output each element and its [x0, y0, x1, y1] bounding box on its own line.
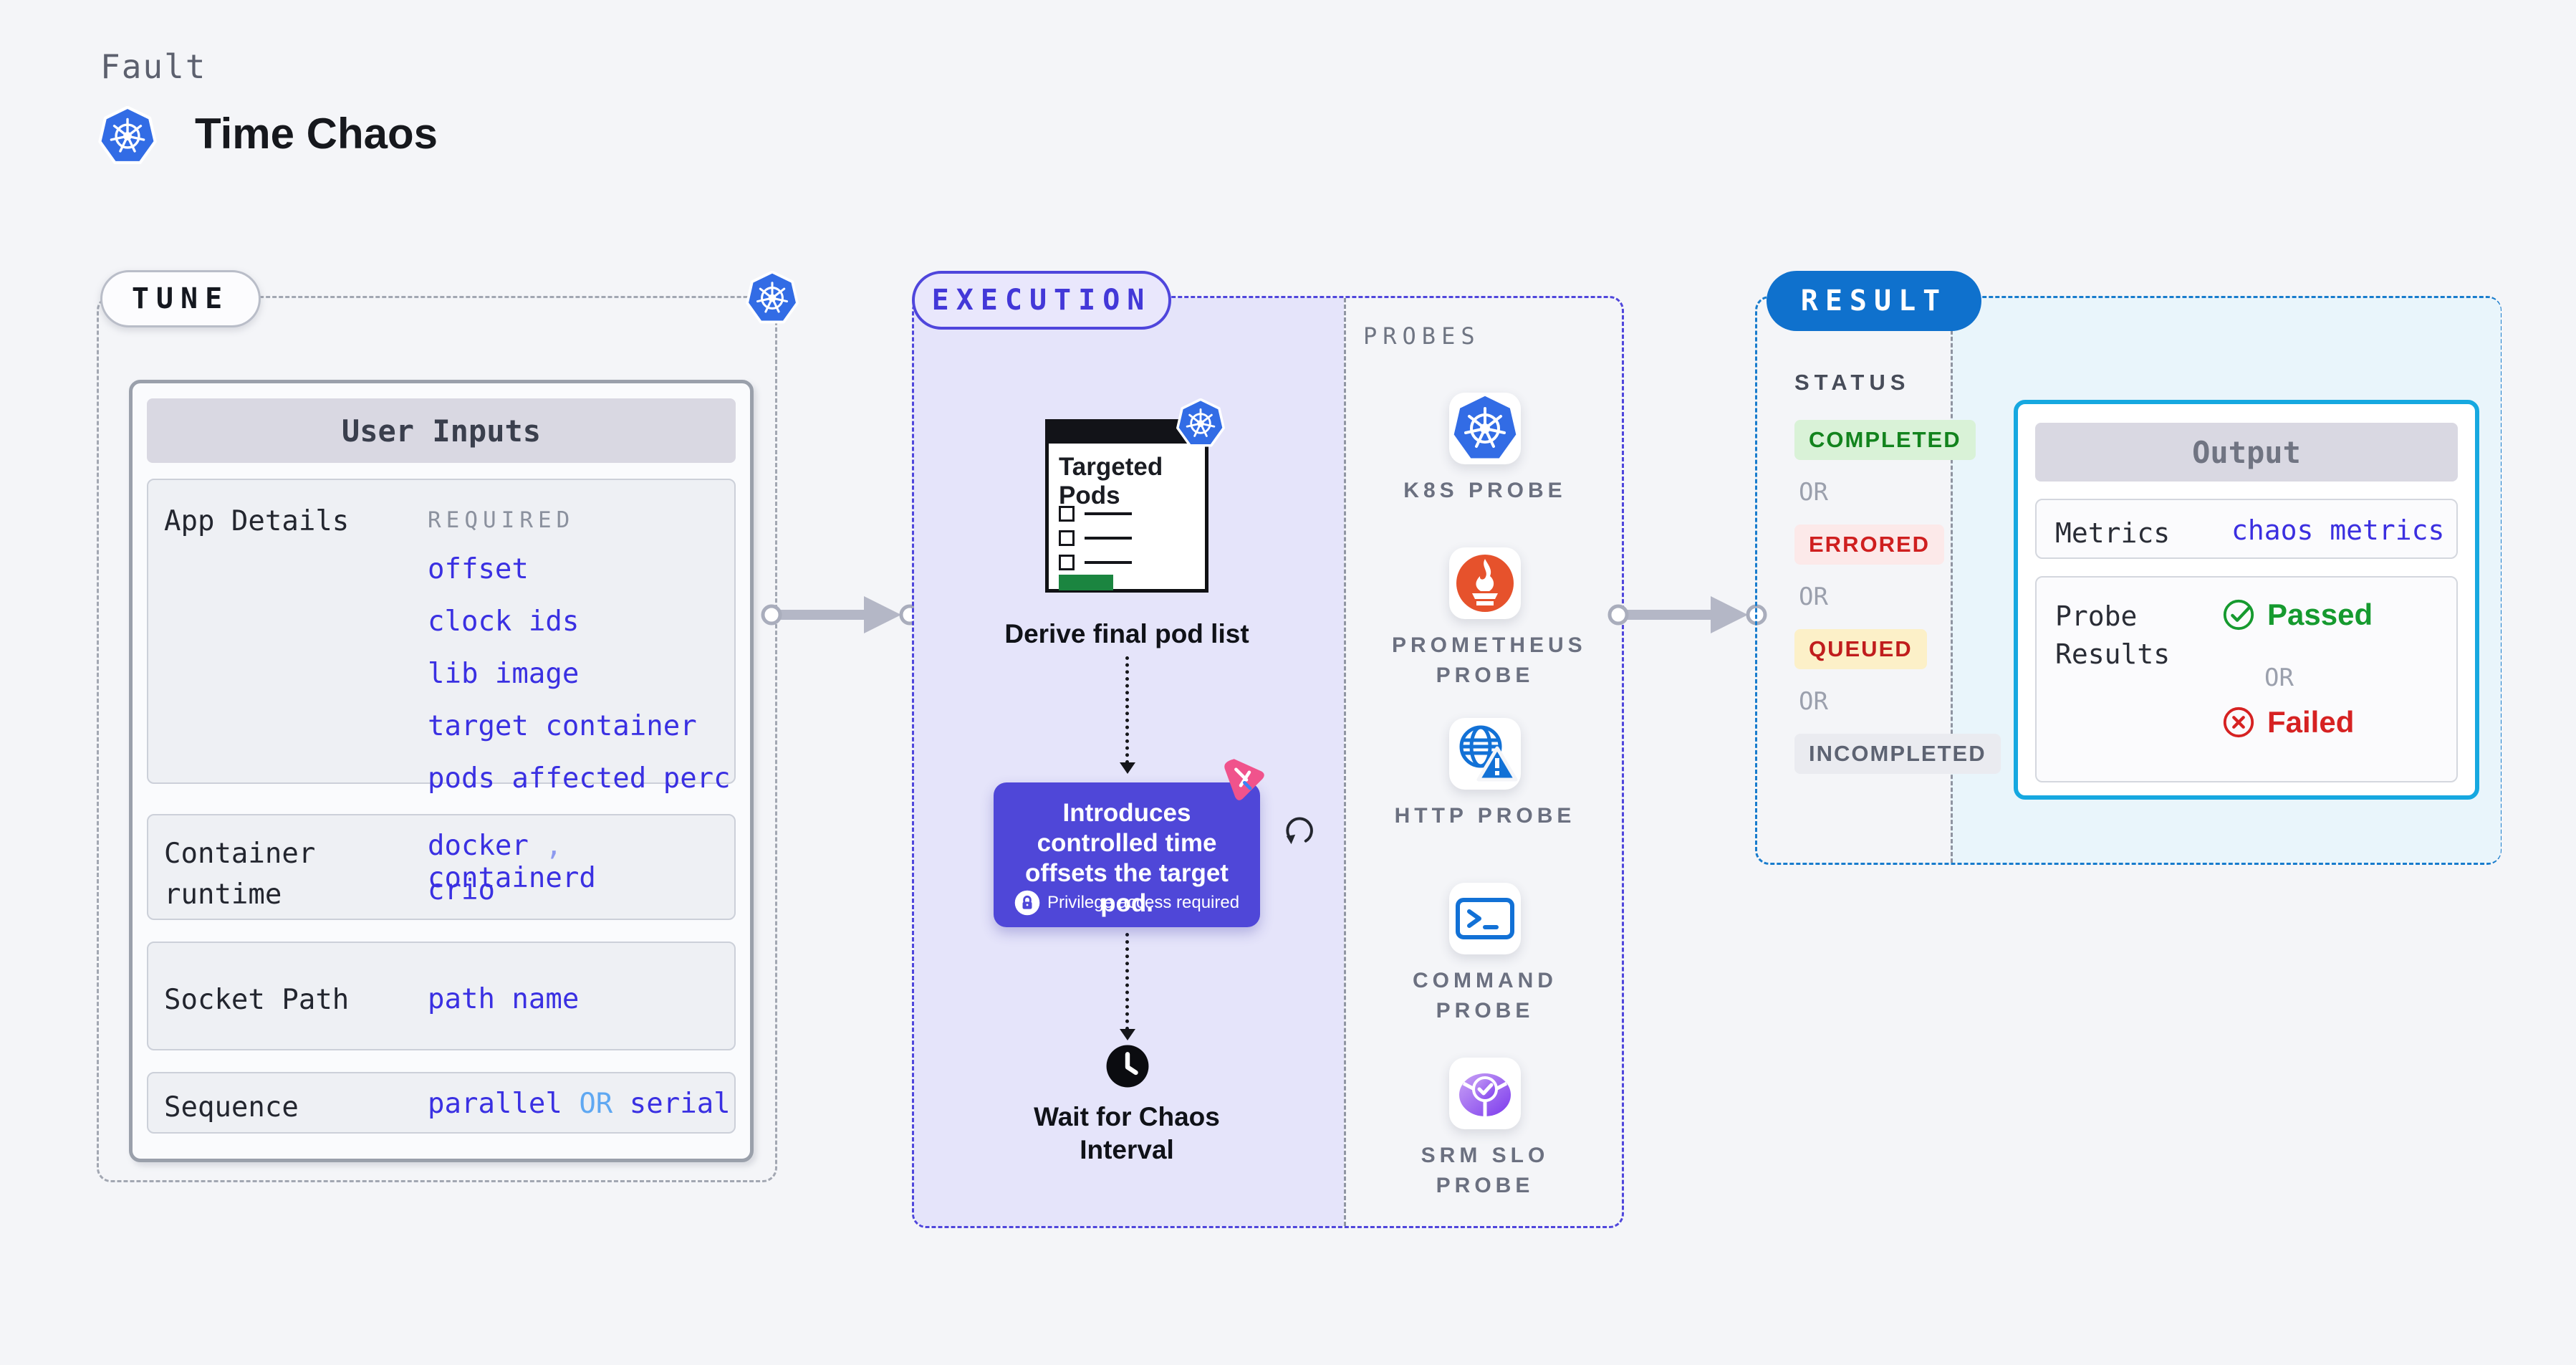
probe-label: HTTP PROBE [1394, 804, 1576, 828]
metrics-value-link[interactable]: chaos metrics [2231, 514, 2445, 546]
probe-label: SRM SLO PROBE [1421, 1144, 1549, 1197]
status-badge-queued: QUEUED [1794, 629, 1927, 669]
status-badge-completed: COMPLETED [1794, 420, 1976, 460]
flow-dotted-connector [1120, 656, 1135, 774]
srm-slo-pie-check-icon [1449, 1058, 1521, 1129]
runtime-value-crio[interactable]: crio [428, 874, 495, 906]
required-tag: REQUIRED [428, 507, 575, 533]
runtime-value-containerd[interactable]: containerd [428, 862, 596, 894]
pod-checkbox [1059, 555, 1075, 570]
pod-checkbox [1059, 530, 1075, 546]
status-or: OR [1799, 687, 1828, 716]
pod-checkbox [1059, 506, 1075, 522]
probes-section-label: PROBES [1363, 322, 1481, 350]
app-details-label: App Details [164, 505, 350, 537]
env-link-clock-ids[interactable]: clock ids [428, 605, 580, 638]
kubernetes-icon [97, 106, 158, 166]
chaos-description-text: Introduces controlled time offsets the t… [1025, 799, 1229, 917]
arrowhead-icon [1120, 762, 1135, 774]
pod-line [1085, 512, 1132, 515]
page-title: Time Chaos [195, 110, 438, 158]
socket-path-label: Socket Path [164, 984, 350, 1016]
env-link-lib-image[interactable]: lib image [428, 658, 580, 690]
env-link-offset[interactable]: offset [428, 553, 529, 585]
chaos-description-card: Introduces controlled time offsets the t… [994, 782, 1260, 927]
targeted-pods-progress-bar [1059, 575, 1113, 590]
probe-item-srm-slo: SRM SLO PROBE [1356, 1058, 1614, 1201]
env-link-pods-affected-perc[interactable]: pods affected perc [428, 762, 731, 795]
execution-section-badge: EXECUTION [912, 271, 1171, 330]
probe-results-label: Probe Results [2055, 600, 2171, 671]
clock-icon [1105, 1043, 1150, 1089]
sequence-or: OR [579, 1088, 613, 1120]
pod-line [1085, 537, 1132, 540]
probe-item-k8s: K8S PROBE [1356, 393, 1614, 506]
probes-divider [1344, 298, 1346, 1226]
sequence-row: Sequence parallel OR serial [147, 1072, 736, 1134]
probe-label: PROMETHEUS PROBE [1392, 633, 1587, 687]
targeted-pods-title: Targeted Pods [1059, 453, 1163, 510]
metrics-row: Metrics chaos metrics [2035, 499, 2458, 559]
output-panel: Output Metrics chaos metrics Probe Resul… [2014, 400, 2479, 800]
status-column: COMPLETED OR ERRORED OR QUEUED OR INCOMP… [1794, 420, 2001, 774]
x-circle-icon [2221, 705, 2256, 739]
user-inputs-title: User Inputs [147, 398, 736, 463]
flow-arrow-icon [1605, 592, 1769, 638]
status-badge-incompleted: INCOMPLETED [1794, 734, 2001, 774]
arrowhead-icon [1120, 1029, 1135, 1040]
app-details-row: App Details REQUIRED offset clock ids li… [147, 479, 736, 795]
sequence-value-parallel[interactable]: parallel [428, 1088, 562, 1120]
probe-result-or: OR [2264, 664, 2294, 692]
check-circle-icon [2221, 598, 2256, 632]
result-section-badge: RESULT [1767, 271, 1981, 331]
probe-item-command: COMMAND PROBE [1356, 883, 1614, 1026]
sequence-value-serial[interactable]: serial [629, 1088, 731, 1120]
output-title: Output [2035, 423, 2458, 482]
probe-label: COMMAND PROBE [1413, 969, 1557, 1022]
pod-line [1085, 561, 1132, 564]
probe-item-http: HTTP PROBE [1356, 718, 1614, 831]
http-globe-warning-icon [1449, 718, 1521, 790]
socket-path-value[interactable]: path name [428, 983, 580, 1015]
probe-item-prometheus: PROMETHEUS PROBE [1356, 547, 1614, 691]
derive-pod-list-label: Derive final pod list [1004, 619, 1249, 648]
privilege-access-label: Privilege access required [1047, 893, 1240, 912]
runtime-value-docker[interactable]: docker [428, 830, 529, 862]
lock-icon [1014, 890, 1040, 916]
env-link-target-container[interactable]: target container [428, 710, 697, 742]
tune-section-badge: TUNE [100, 270, 261, 327]
container-runtime-row: Container runtime docker , containerd cr… [147, 814, 736, 920]
wait-chaos-interval-label: Wait for Chaos Interval [1034, 1102, 1220, 1165]
metrics-label: Metrics [2055, 517, 2171, 549]
sequence-label: Sequence [164, 1091, 299, 1124]
runtime-separator: , [545, 830, 562, 862]
status-or: OR [1799, 583, 1828, 611]
chaos-pink-icon [1220, 755, 1267, 803]
refresh-loop-icon [1281, 810, 1321, 850]
tune-section-frame [97, 296, 777, 1182]
probe-label: K8S PROBE [1403, 479, 1567, 502]
kubernetes-icon [1176, 398, 1226, 449]
probe-results-row: Probe Results Passed OR Failed [2035, 576, 2458, 782]
kubernetes-icon [1449, 393, 1521, 464]
flow-arrow-icon [758, 592, 923, 638]
passed-label: Passed [2267, 598, 2373, 631]
fault-kicker: Fault [100, 47, 207, 86]
kubernetes-icon [745, 271, 799, 325]
status-label: STATUS [1794, 370, 1911, 395]
container-runtime-label: Container runtime [164, 838, 316, 911]
terminal-icon [1449, 883, 1521, 954]
result-divider [1951, 298, 1953, 863]
status-badge-errored: ERRORED [1794, 525, 1945, 565]
targeted-pods-card: Targeted Pods [1045, 419, 1208, 593]
failed-label: Failed [2267, 705, 2355, 739]
prometheus-icon [1449, 547, 1521, 619]
flow-dotted-connector [1120, 933, 1135, 1040]
status-or: OR [1799, 478, 1828, 507]
socket-path-row: Socket Path path name [147, 942, 736, 1050]
